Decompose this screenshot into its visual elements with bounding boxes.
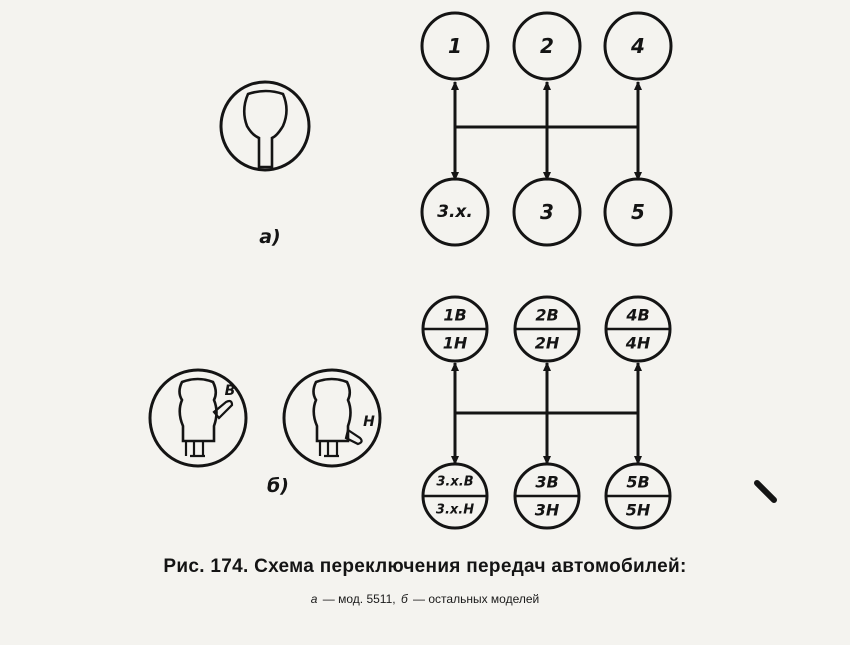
caption-text-a: — мод. 5511, — [322, 592, 396, 606]
gear-label-high: 2В — [535, 306, 558, 325]
gear-label: 2 — [540, 34, 554, 58]
shift-knob-b-low: Н — [282, 368, 382, 468]
scan-mark — [754, 480, 777, 503]
knob-shape-icon — [242, 89, 288, 169]
gear-label-high: 3.х.В — [436, 475, 473, 490]
shift-knob-a — [219, 80, 311, 172]
knob-shape-icon — [178, 377, 218, 443]
gear-label: 3.х. — [437, 202, 473, 222]
knob-stem-icon — [184, 441, 205, 458]
knob-circle-b-low — [282, 368, 382, 468]
shift-knob-b-high: В — [148, 368, 248, 468]
gear-label: 1 — [448, 34, 462, 58]
gear-circle-a-1 — [420, 11, 490, 81]
knob-stem-icon — [318, 441, 339, 458]
caption-text-b: — остальных моделей — [413, 592, 540, 606]
diagram-a-label: а) — [259, 226, 281, 248]
figure-caption-subtitle: а — мод. 5511, б — остальных моделей — [0, 592, 850, 606]
lever-down-icon — [344, 428, 363, 446]
knob-shape-icon — [312, 377, 352, 443]
knob-circle-b-high — [148, 368, 248, 468]
gear-circle-a-3 — [512, 177, 582, 247]
gear-label-high: 3В — [535, 473, 558, 492]
diagram-b-label: б) — [267, 475, 289, 497]
caption-letter-b: б — [400, 592, 408, 606]
figure-caption-title: Рис. 174. Схема переключения передач авт… — [163, 556, 687, 577]
gear-label: 3 — [540, 200, 554, 224]
shift-pattern-a: 1 2 4 3.х. 3 5 — [420, 11, 673, 247]
gear-circle-a-4 — [603, 11, 673, 81]
gear-label-low: 2Н — [535, 334, 560, 353]
gear-label-low: 1Н — [443, 334, 468, 353]
gear-label-high: 5В — [626, 473, 649, 492]
knob-circle-a — [219, 80, 311, 172]
gear-label: 5 — [631, 200, 645, 224]
gear-circle-a-rev — [420, 177, 490, 247]
knob-letter-high: В — [225, 383, 236, 399]
lever-up-icon — [212, 399, 234, 420]
gear-label-high: 4В — [625, 306, 649, 325]
caption-letter-a: а — [310, 592, 318, 606]
shift-pattern-b: 1В 1Н 2В 2Н 4В 4Н 3.х.В 3.х.Н 3В 3Н 5В 5… — [421, 295, 672, 530]
gear-label-low: 4Н — [625, 334, 651, 353]
gear-circle-a-5 — [603, 177, 673, 247]
gear-circle-a-2 — [512, 11, 582, 81]
knob-letter-low: Н — [363, 414, 375, 430]
gear-label-low: 3Н — [535, 501, 560, 520]
gear-label-high: 1В — [443, 306, 466, 325]
gear-label-low: 3.х.Н — [436, 503, 474, 518]
gear-label: 4 — [630, 34, 645, 58]
gear-label-low: 5Н — [626, 501, 651, 520]
